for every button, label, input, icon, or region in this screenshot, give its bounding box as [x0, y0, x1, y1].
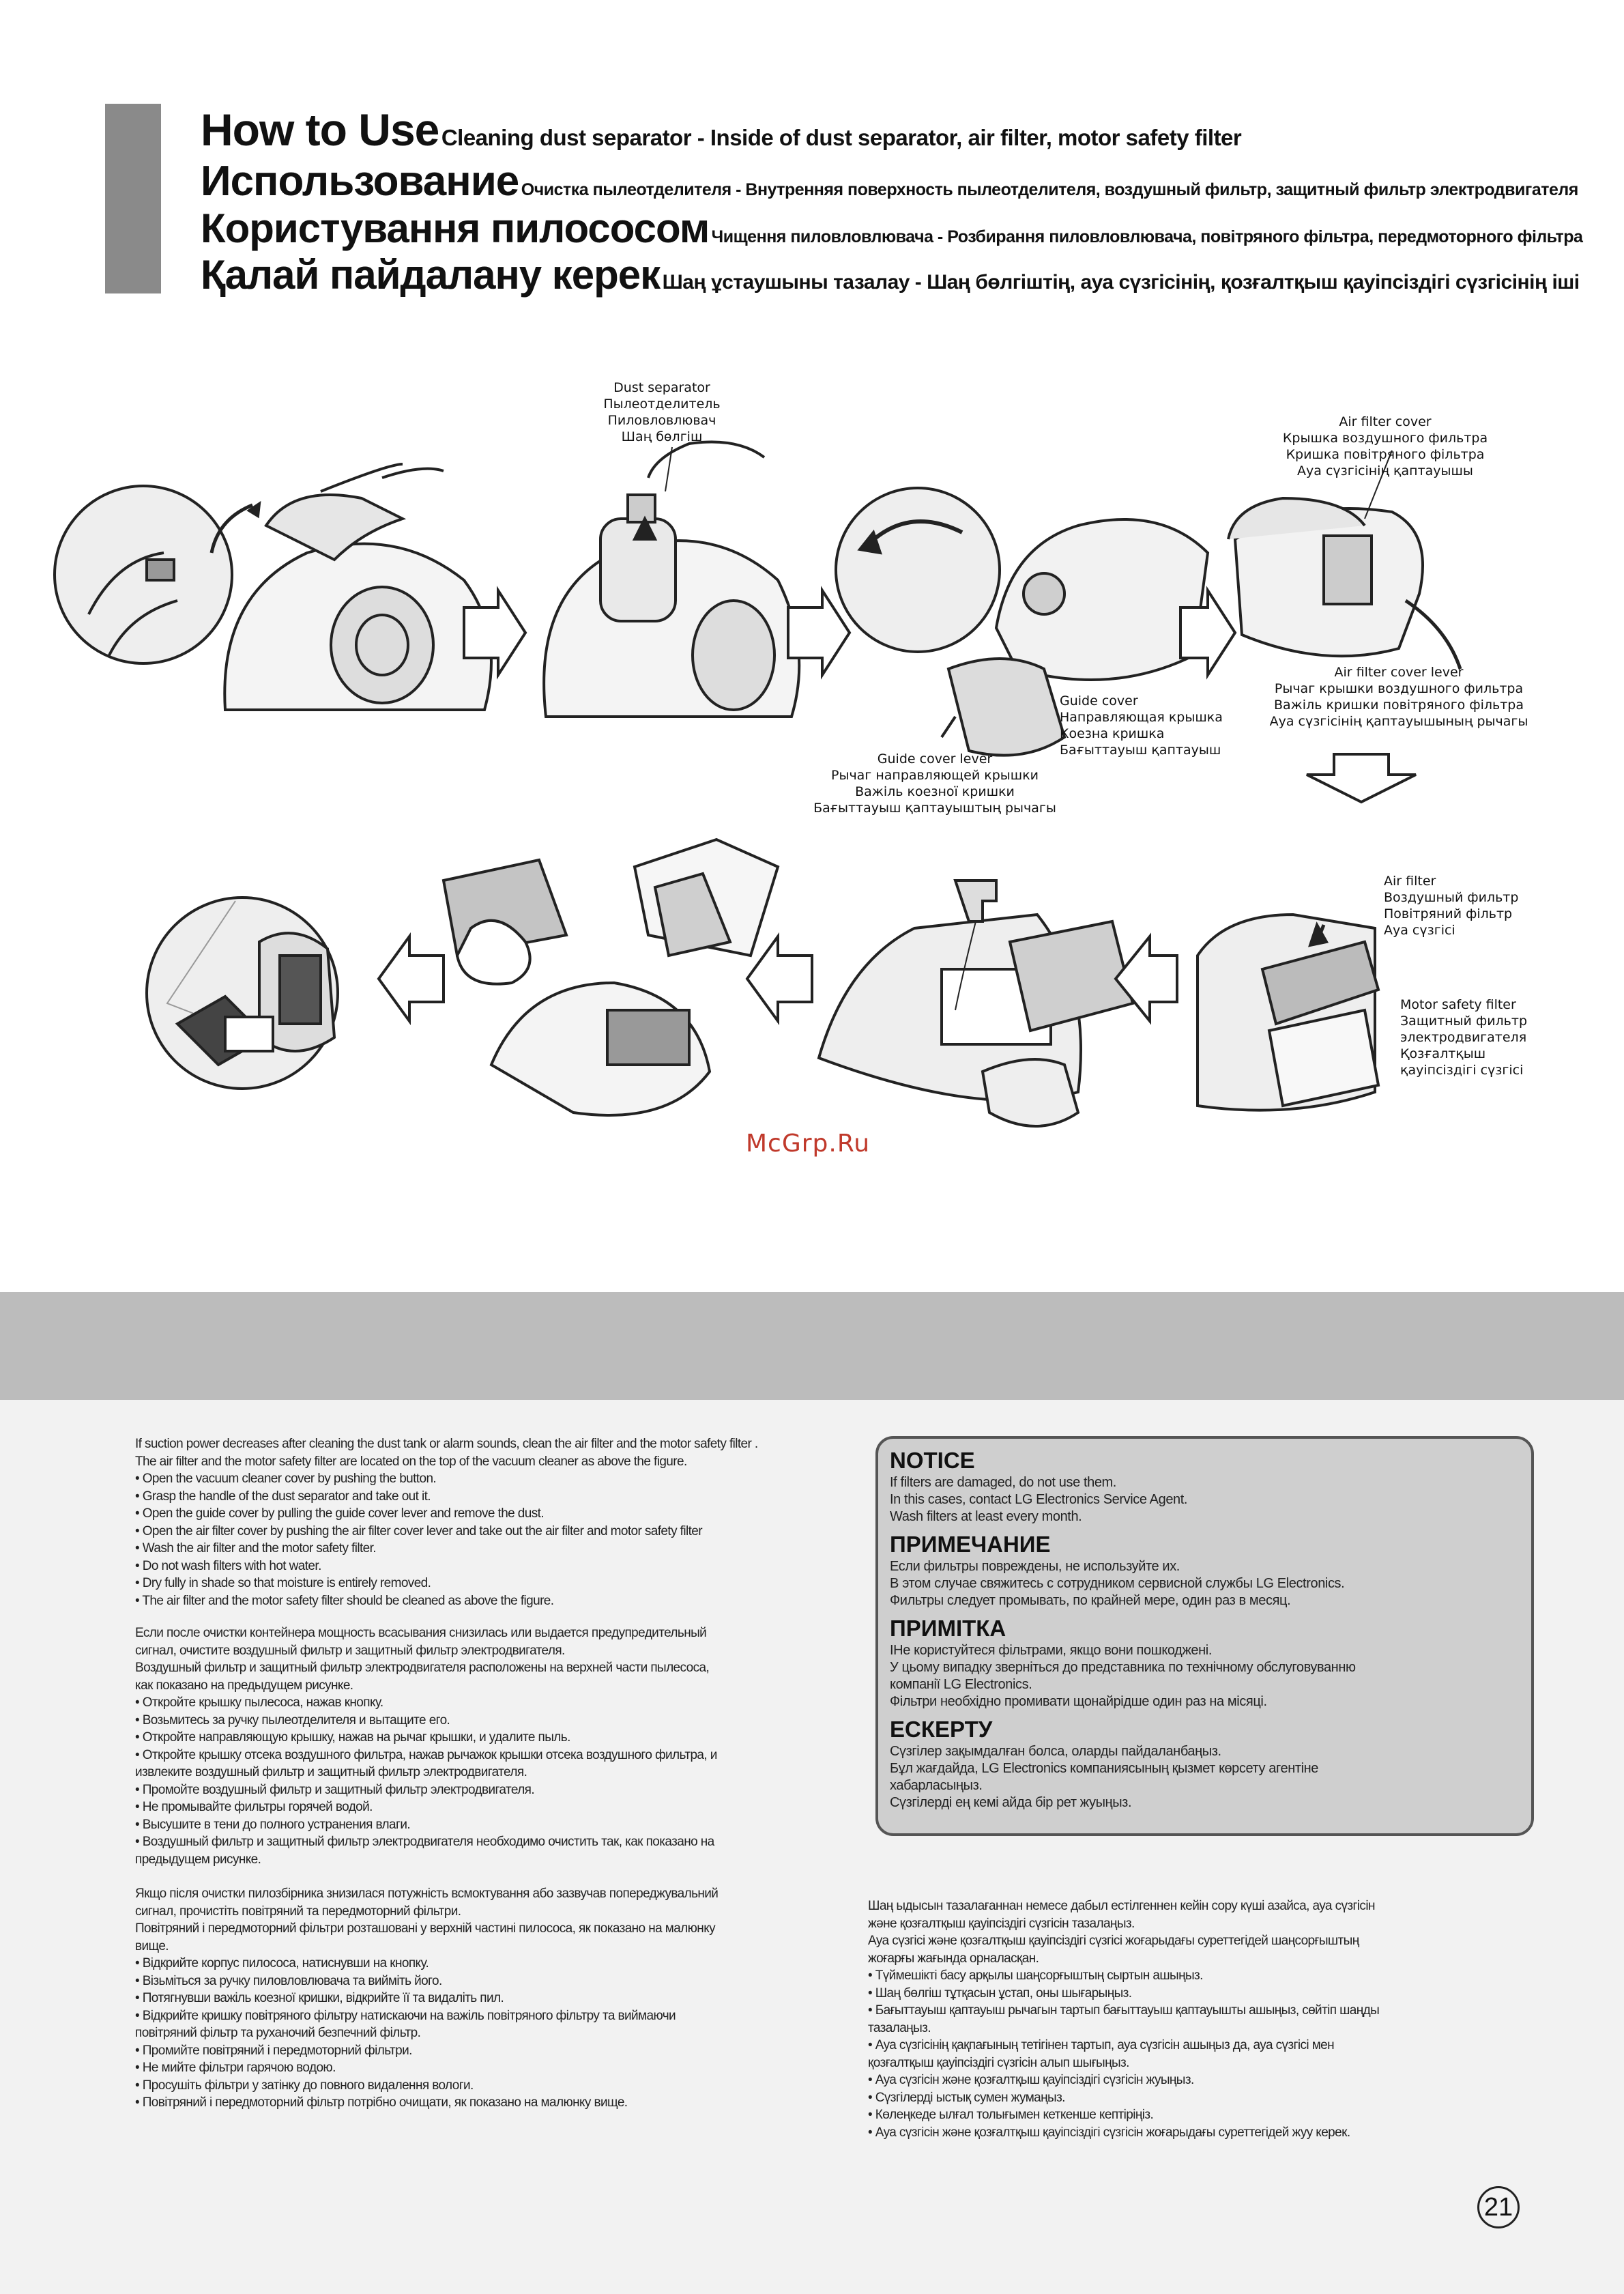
arrow-right-icon	[463, 586, 527, 680]
notice-title-ru: ПРИМЕЧАНИЕ	[890, 1532, 1051, 1557]
notice-content: NOTICE If filters are damaged, do not us…	[890, 1447, 1521, 1811]
header-title-ru: Использование	[201, 158, 519, 205]
instructions-kk: Шаң ыдысын тазалағаннан немесе дабыл ест…	[868, 1899, 1380, 2140]
label-air-filter-cover-lever: Air filter cover lever Рычаг крышки возд…	[1269, 665, 1528, 729]
step7-illustration	[441, 837, 780, 1117]
page-number: 21	[1477, 2186, 1520, 2228]
step3-illustration	[835, 487, 1210, 757]
header-side-bar	[105, 104, 161, 293]
instructions-uk: Якщо після очистки пилозбірника знизилас…	[135, 1887, 719, 2110]
section-band	[0, 1292, 1624, 1400]
watermark: McGrp.Ru	[746, 1130, 871, 1158]
step2-illustration	[542, 440, 801, 718]
step5-illustration	[1196, 913, 1380, 1112]
arrow-left-icon	[377, 932, 445, 1026]
label-air-filter: Air filter Воздушный фильтр Повітряний ф…	[1384, 874, 1519, 938]
header-subtitle-uk: Чищення пиловловлювача - Розбирання пило…	[711, 227, 1583, 246]
label-guide-cover: Guide cover Направляющая крышка Коезна к…	[1060, 693, 1223, 758]
step1-illustration	[53, 463, 493, 711]
header-line-en: How to Use Cleaning dust separator - Ins…	[201, 104, 1242, 156]
arrow-left-icon	[1114, 932, 1178, 1025]
arrow-right-icon	[1179, 586, 1237, 680]
header-line-uk: Користування пилососом Чищення пиловловл…	[201, 205, 1583, 252]
header-title-kk: Қалай пайдалану керек	[201, 252, 661, 298]
arrow-down-icon	[1306, 753, 1417, 804]
header-subtitle-kk: Шаң ұстаушыны тазалау - Шаң бөлгіштің, а…	[662, 271, 1580, 293]
header-subtitle-en: Cleaning dust separator - Inside of dust…	[441, 125, 1242, 150]
instructions-ru: Если после очистки контейнера мощность в…	[135, 1626, 717, 1867]
header-line-ru: Использование Очистка пылеотделителя - В…	[201, 157, 1578, 205]
header-title-en: How to Use	[201, 104, 439, 155]
release-button-icon	[145, 558, 175, 582]
notice-title-uk: ПРИМІТКА	[890, 1616, 1006, 1641]
step8-illustration	[145, 896, 339, 1090]
illustration-area	[53, 440, 1462, 1128]
notice-box	[875, 1436, 1534, 1836]
label-guide-cover-lever: Guide cover lever Рычаг направляющей кры…	[813, 751, 1056, 816]
instructions-en: If suction power decreases after cleanin…	[135, 1437, 758, 1608]
header-line-kk: Қалай пайдалану керек Шаң ұстаушыны таза…	[201, 251, 1580, 298]
button-zoom-circle	[53, 485, 233, 665]
label-air-filter-cover: Air filter cover Крышка воздушного фильт…	[1282, 414, 1488, 478]
notice-title-kk: ЕСКЕРТУ	[890, 1717, 993, 1742]
header-subtitle-ru: Очистка пылеотделителя - Внутренняя пове…	[521, 180, 1579, 199]
step6-illustration	[817, 879, 1135, 1128]
arrow-right-icon	[787, 586, 852, 680]
step4-illustration	[1227, 450, 1462, 670]
label-dust-separator: Dust separator Пылеотделитель Пиловловлю…	[603, 380, 721, 444]
arrow-left-icon	[745, 932, 813, 1026]
label-motor-safety-filter: Motor safety filter Защитный фильтр элек…	[1400, 997, 1528, 1078]
header-title-uk: Користування пилососом	[201, 205, 710, 251]
notice-title-en: NOTICE	[890, 1448, 975, 1473]
